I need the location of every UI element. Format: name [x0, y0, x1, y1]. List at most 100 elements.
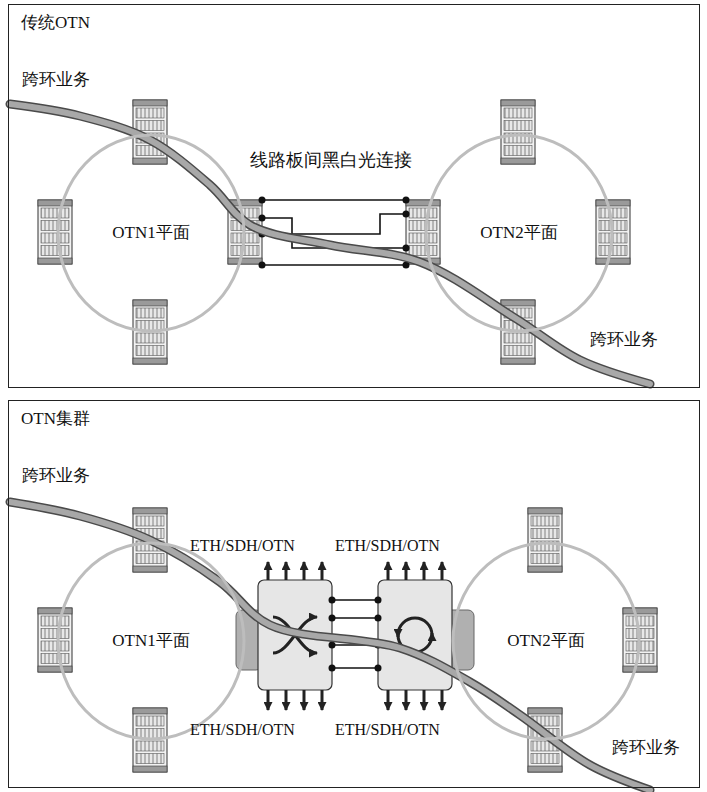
device-cap	[528, 508, 562, 514]
device-chassis	[501, 100, 535, 164]
port-arrow	[321, 690, 324, 710]
plane-name: OTN2平面	[480, 223, 557, 243]
port-arrow	[267, 690, 270, 710]
port-arrow	[405, 690, 408, 710]
device-slots	[531, 754, 559, 764]
wire-dot	[403, 197, 410, 204]
device-slots	[136, 108, 164, 118]
ring-ellipse	[58, 543, 244, 739]
ne-device	[501, 100, 535, 164]
device-cap	[406, 200, 440, 206]
ne-device	[38, 608, 72, 672]
device-cap	[228, 258, 262, 264]
otn-ring: OTN1平面	[56, 133, 246, 333]
device-slots	[531, 554, 559, 564]
device-cap	[501, 158, 535, 164]
service-path-edge	[10, 104, 650, 384]
port-type: ETH/SDH/OTN	[190, 720, 295, 739]
device-slots	[599, 208, 627, 218]
device-chassis	[528, 508, 562, 572]
ring-ellipse	[58, 135, 244, 331]
device-slots	[41, 233, 69, 243]
device-slots	[626, 654, 654, 664]
device-cap	[38, 258, 72, 264]
device-slots	[136, 741, 164, 751]
wire-dot	[329, 597, 336, 604]
device-cap	[133, 766, 167, 772]
service-label: 跨环业务	[612, 738, 680, 758]
service-label: 跨环业务	[590, 330, 658, 350]
port-arrow	[423, 690, 426, 710]
device-slots	[136, 516, 164, 526]
wire-dot	[329, 615, 336, 622]
cluster-link	[332, 599, 378, 601]
device-slots	[504, 346, 532, 356]
fiber-wire	[262, 214, 406, 234]
device-slots	[41, 641, 69, 651]
port-arrow	[405, 562, 408, 580]
cluster-link	[332, 617, 378, 619]
panel-title: OTN集群	[21, 409, 90, 429]
device-slots	[504, 108, 532, 118]
device-slots	[136, 308, 164, 318]
device-slots	[41, 629, 69, 639]
port-arrow	[441, 562, 444, 580]
device-cap	[528, 766, 562, 772]
device-slots	[136, 754, 164, 764]
port-arrow	[267, 562, 270, 580]
device-slots	[41, 221, 69, 231]
port-arrow	[303, 690, 306, 710]
device-slots	[41, 208, 69, 218]
device-cap	[38, 666, 72, 672]
device-slots	[136, 554, 164, 564]
device-cap	[133, 358, 167, 364]
service-label: 跨环业务	[22, 70, 90, 90]
ring-arrow	[397, 631, 400, 637]
ring-ellipse	[453, 543, 639, 739]
device-slots	[504, 333, 532, 343]
device-slots	[136, 346, 164, 356]
port-arrow	[423, 562, 426, 580]
wire-dot	[259, 215, 266, 222]
ne-device	[528, 508, 562, 572]
device-cap	[133, 566, 167, 572]
device-cap	[133, 300, 167, 306]
device-chassis	[38, 200, 72, 264]
device-slots	[136, 121, 164, 131]
plane-name: OTN2平面	[507, 631, 584, 651]
device-cap	[501, 300, 535, 306]
wire-dot	[403, 211, 410, 218]
device-cap	[501, 100, 535, 106]
wire-dot	[375, 597, 382, 604]
port-arrow	[303, 562, 306, 580]
fiber-wire	[262, 199, 406, 201]
device-slots	[531, 529, 559, 539]
service-path	[10, 502, 650, 790]
device-cap	[623, 608, 657, 614]
port-arrow	[321, 562, 324, 580]
device-cap	[528, 566, 562, 572]
device-slots	[41, 654, 69, 664]
wire-dot	[259, 197, 266, 204]
device-slots	[136, 716, 164, 726]
port-arrow	[387, 690, 390, 710]
device-slots	[504, 146, 532, 156]
device-slots	[409, 221, 437, 231]
wiring-label: 线路板间黑白光连接	[250, 150, 412, 172]
plane-name: OTN1平面	[112, 223, 189, 243]
device-cap	[133, 508, 167, 514]
ne-device	[38, 200, 72, 264]
device-slots	[626, 616, 654, 626]
port-arrow	[285, 690, 288, 710]
device-slots	[41, 246, 69, 256]
device-cap	[133, 708, 167, 714]
port-type: ETH/SDH/OTN	[335, 536, 440, 555]
wire-dot	[375, 615, 382, 622]
device-slots	[231, 246, 259, 256]
switch-box	[378, 580, 452, 690]
ring-ellipse	[426, 135, 612, 331]
cluster-link	[332, 667, 378, 669]
port-arrow	[441, 690, 444, 710]
wire-dot	[259, 262, 266, 269]
